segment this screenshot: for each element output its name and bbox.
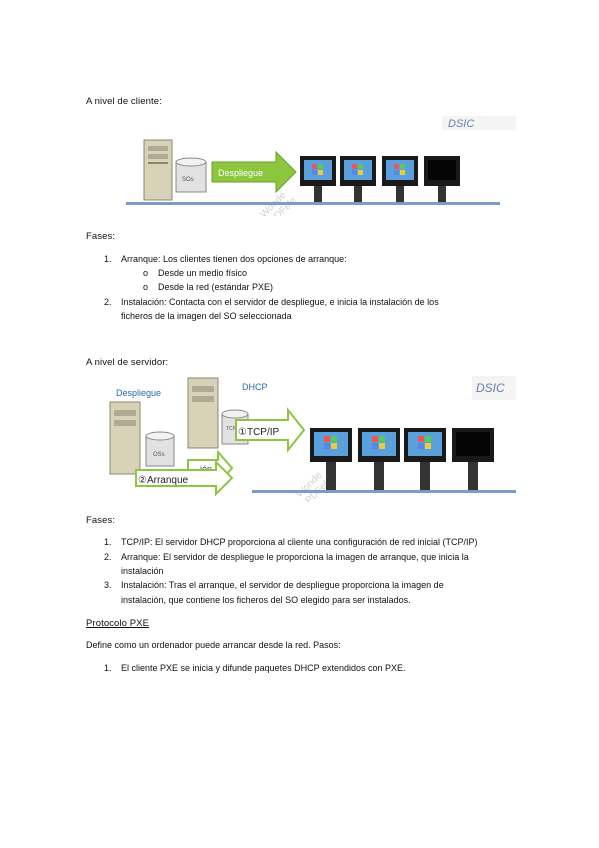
watermark: Wonde PDFele (258, 190, 299, 227)
network-line (126, 202, 500, 205)
svg-text:TCP/IP: TCP/IP (226, 426, 243, 432)
svg-text:DSIC: DSIC (476, 381, 505, 395)
svg-text:Despliegue: Despliegue (218, 168, 263, 178)
client-item-2-cont: ficheros de la imagen del SO seleccionad… (121, 311, 292, 321)
client-item-2-text: Instalación: Contacta con el servidor de… (121, 297, 439, 307)
network-line (252, 490, 516, 493)
server-item-3-num: 3. (104, 580, 112, 590)
svg-text:①TCP/IP: ①TCP/IP (238, 427, 280, 438)
server-diagram: DSIC Wonde PDFele Despliegue DHCP OSs (109, 376, 516, 506)
monitor-icon (404, 428, 446, 490)
server-item-2-cont: instalación (121, 566, 164, 576)
client-item-2-num: 2. (104, 297, 112, 307)
client-figure: DSIC Wonde PDFele SOs Despliegue (124, 116, 516, 227)
client-item-1-num: 1. (104, 254, 112, 264)
dhcp-server-label: DHCP (242, 382, 268, 392)
logo-text: DSIC (448, 118, 474, 130)
server-item-3-cont: instalación, que contiene los ficheros d… (121, 595, 411, 605)
server-item-2-num: 2. (104, 552, 112, 562)
client-heading: A nivel de cliente: (86, 96, 162, 107)
client-subitem-1-bullet: o (143, 268, 149, 278)
monitor-icon (340, 156, 376, 202)
server-figure: DSIC Wonde PDFele Despliegue DHCP OSs (92, 374, 516, 506)
pxe-item-1-text: El cliente PXE se inicia y difunde paque… (121, 663, 406, 673)
monitor-icon (358, 428, 400, 490)
monitor-icon (310, 428, 352, 490)
monitor-icon (382, 156, 418, 202)
svg-text:②Arranque: ②Arranque (138, 475, 189, 486)
deploy-server-label: Despliegue (116, 388, 161, 398)
client-subitem-1-text: Desde un medio físico (158, 268, 248, 278)
logo-box (442, 116, 516, 130)
pxe-item-1-num: 1. (104, 663, 112, 673)
client-item-1-text: Arranque: Los clientes tienen dos opcion… (121, 254, 347, 264)
monitor-icon (300, 156, 336, 202)
server-heading: A nivel de servidor: (86, 357, 169, 368)
client-subitem-2-text: Desde la red (estándar PXE) (158, 282, 274, 292)
server-phases-label: Fases: (86, 515, 116, 526)
deploy-server-icon (109, 401, 141, 475)
server-item-1-text: TCP/IP: El servidor DHCP proporciona al … (121, 537, 478, 547)
disk-icon: OSs (145, 431, 175, 467)
svg-text:SOs: SOs (182, 177, 194, 183)
disk-icon: SOs (175, 157, 207, 193)
arrow-tcpip: ①TCP/IP (235, 407, 306, 453)
server-item-1-num: 1. (104, 537, 112, 547)
arrow-boot: ②Arranque (135, 459, 234, 497)
client-subitem-2-bullet: o (143, 282, 149, 292)
dhcp-server-icon (187, 377, 219, 449)
monitor-icon-blank (424, 156, 460, 202)
client-phases-label: Fases: (86, 231, 116, 242)
svg-text:OSs: OSs (153, 452, 165, 458)
server-item-3-text: Instalación: Tras el arranque, el servid… (121, 580, 444, 590)
server-item-2-text: Arranque: El servidor de despliegue le p… (121, 552, 469, 562)
deploy-arrow: Despliegue (211, 150, 297, 194)
server-icon (143, 139, 173, 201)
monitor-icon-blank (452, 428, 494, 490)
pxe-intro: Define como un ordenador puede arrancar … (86, 640, 341, 650)
logo-box (472, 376, 516, 400)
client-diagram: DSIC Wonde PDFele SOs Despliegue (126, 116, 516, 227)
pxe-title: Protocolo PXE (86, 618, 150, 629)
